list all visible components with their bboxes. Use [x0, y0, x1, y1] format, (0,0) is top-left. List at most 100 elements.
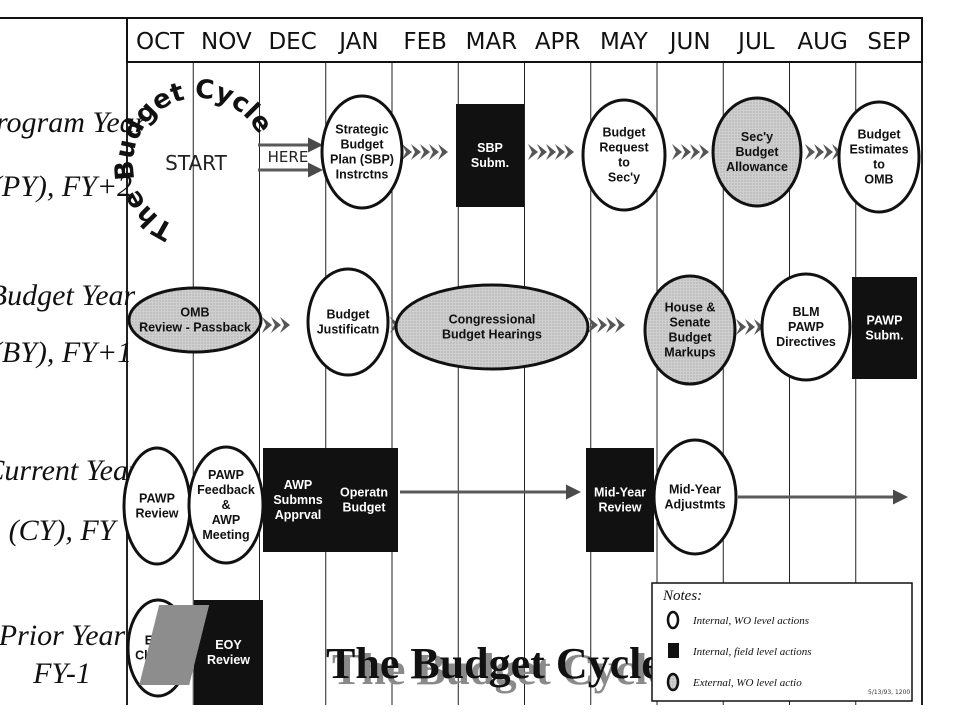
node-text: Congressional	[449, 313, 536, 327]
node-text: PAWP	[788, 320, 824, 334]
node-text: Apprval	[275, 508, 322, 522]
node-text: OMB	[180, 306, 209, 320]
node-text: Mid-Year	[594, 486, 646, 500]
node-text: Allowance	[726, 160, 788, 174]
node-text: Sec'y	[741, 130, 773, 144]
node-text: BLM	[792, 305, 819, 319]
notes-title: Notes:	[662, 588, 702, 604]
node-text: Budget	[602, 126, 646, 140]
cycle-start-circle: The Budget Cycle START HERE	[110, 75, 309, 246]
node-text: Strategic	[335, 123, 389, 137]
node-text: OMB	[864, 173, 893, 187]
node-text: Senate	[670, 316, 711, 330]
node-text: Directives	[776, 335, 836, 349]
node-text: PAWP	[139, 492, 175, 506]
row-label-cy: Current Year	[0, 454, 140, 487]
node-text: PAWP	[867, 314, 903, 328]
notes-item-text: Internal, field level actions	[692, 646, 812, 658]
budget-cycle-banner: The Budget Cycle The Budget Cycle	[139, 605, 667, 694]
node-text: Justificatn	[317, 323, 380, 337]
node-text: AWP	[284, 478, 312, 492]
node-text: Adjustmts	[664, 498, 725, 512]
notes-item-internal-wo: Internal, WO level actions	[666, 610, 809, 630]
node-text: Feedback	[197, 483, 255, 497]
date-stamp: 5/13/93, 1200	[868, 689, 910, 696]
node-text: PAWP	[208, 468, 244, 482]
month-label-oct: OCT	[136, 29, 185, 55]
node-text: House &	[665, 301, 716, 315]
node-text: Operatn	[340, 486, 388, 500]
node-text: to	[873, 158, 885, 172]
node-text: Meeting	[202, 528, 249, 542]
month-label-feb: FEB	[403, 29, 447, 55]
month-label-may: MAY	[600, 29, 649, 55]
node-text: AWP	[212, 513, 240, 527]
node-text: Subm.	[471, 156, 509, 170]
node-text: Budget	[668, 331, 712, 345]
month-label-jun: JUN	[668, 29, 711, 55]
row-label-cy: (CY), FY	[9, 514, 119, 547]
external-wo-symbol	[666, 672, 680, 692]
node-text: Estimates	[849, 143, 908, 157]
node-text: Request	[599, 141, 649, 155]
node-text: Budget	[857, 128, 901, 142]
node-text: Budget	[735, 145, 779, 159]
row-label-prior: Prior Year	[0, 619, 126, 652]
row-label-py: (PY), FY+2	[0, 170, 132, 203]
month-label-apr: APR	[535, 29, 581, 55]
internal-wo-symbol	[666, 610, 680, 630]
node-text: Markups	[664, 346, 715, 360]
node-text: &	[221, 498, 230, 512]
node-text: Budget Hearings	[442, 328, 542, 342]
node-text: Sec'y	[608, 171, 640, 185]
notes-legend: Notes: Internal, WO level actionsInterna…	[651, 582, 913, 702]
notes-item-text: Internal, WO level actions	[692, 615, 809, 627]
node-text: Instrctns	[336, 168, 389, 182]
node-text: Plan (SBP)	[330, 153, 394, 167]
internal-field-symbol	[668, 643, 679, 658]
node-text: Mid-Year	[669, 483, 721, 497]
month-header: OCT NOV DEC JAN FEB MAR APR MAY JUN JUL AUG SEP	[0, 17, 923, 63]
node-text: Submns	[273, 493, 322, 507]
row-label-py: Program Year	[0, 106, 147, 139]
month-label-aug: AUG	[797, 29, 847, 55]
month-label-nov: NOV	[201, 29, 252, 55]
month-label-jul: JUL	[736, 29, 775, 55]
banner-shadow: The Budget Cycle	[332, 645, 667, 694]
node-text: Review	[598, 501, 641, 515]
row-label-prior: FY-1	[32, 657, 91, 690]
notes-item-text: External, WO level actio	[692, 677, 802, 689]
row-label-by: Budget Year	[0, 279, 136, 312]
month-label-sep: SEP	[867, 29, 910, 55]
month-label-mar: MAR	[466, 29, 518, 55]
node-text: Budget	[326, 308, 370, 322]
row-label-by: (BY), FY+1	[0, 336, 132, 369]
month-label-dec: DEC	[268, 29, 316, 55]
notes-item-internal-field: Internal, field level actions	[668, 643, 812, 658]
here-label: HERE	[268, 148, 309, 166]
start-label: START	[165, 151, 227, 175]
banner-title: The Budget Cycle	[326, 639, 661, 688]
node-text: Budget	[340, 138, 384, 152]
month-label-jan: JAN	[337, 29, 378, 55]
node-text: Review	[135, 507, 178, 521]
